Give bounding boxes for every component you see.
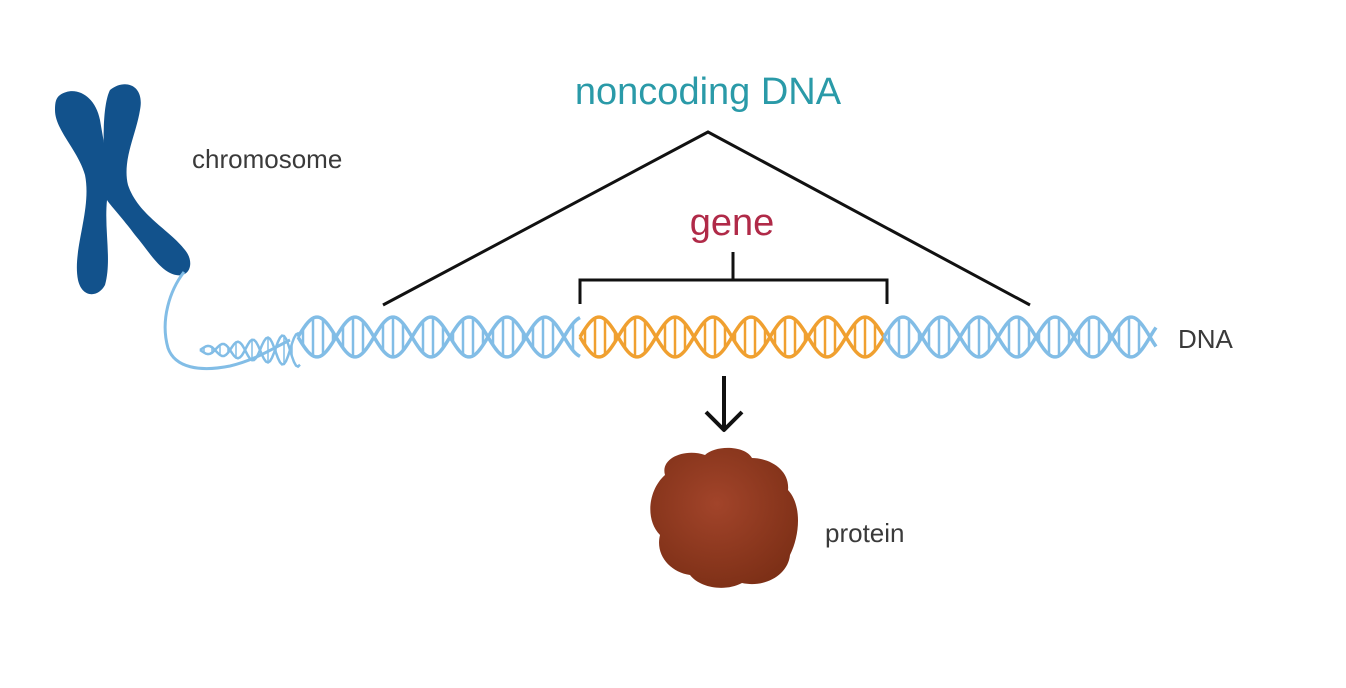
noncoding-bracket-lines	[382, 130, 1031, 307]
dna-helix-gene	[578, 315, 886, 359]
dna-helix-left-noncoding	[296, 315, 581, 359]
dna-helix-tapered	[199, 331, 301, 369]
protein-icon	[650, 447, 798, 588]
chromosome-label: chromosome	[192, 144, 342, 174]
helix-strand-a	[199, 334, 301, 369]
helix-strand-b	[882, 315, 1158, 359]
helix-strand-b	[578, 315, 886, 359]
chromosome-right-arm	[103, 84, 191, 276]
helix-strand-a	[296, 315, 581, 359]
gene-label: gene	[690, 202, 775, 244]
dna-helix-right-noncoding	[882, 315, 1158, 359]
chromosome-left-arm	[55, 91, 108, 295]
dna-label: DNA	[1178, 324, 1234, 354]
chromosome-icon	[55, 84, 191, 295]
down-arrow-icon	[704, 376, 744, 432]
protein-label: protein	[825, 518, 905, 548]
gene-bracket	[578, 252, 889, 304]
helix-strand-a	[882, 315, 1158, 359]
helix-strand-b	[199, 331, 301, 366]
noncoding-dna-label: noncoding DNA	[575, 71, 842, 113]
helix-strand-b	[296, 315, 581, 359]
